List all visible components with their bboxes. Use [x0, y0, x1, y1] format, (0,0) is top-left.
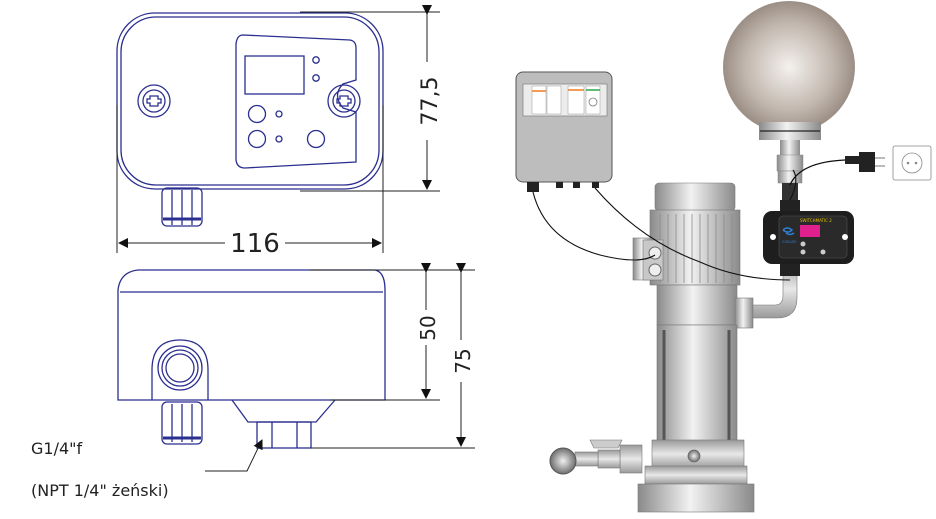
- controller-brand-label: COELBO: [782, 240, 797, 244]
- side-view-drawing: [117, 269, 386, 449]
- dimension-lines-front: [116, 5, 440, 253]
- controller-model-label: SWITCHMATIC 2: [800, 218, 832, 223]
- dim-total-height-label: 75: [451, 348, 475, 373]
- cables: [532, 169, 797, 281]
- switchmatic-controller: [763, 200, 854, 276]
- power-plug-socket: [789, 145, 932, 186]
- npt-thread-label: (NPT 1/4" żeński): [31, 481, 169, 500]
- dim-height-label: 77,5: [418, 77, 443, 126]
- vertical-pump: [549, 182, 798, 513]
- dimension-lines-side: [205, 263, 475, 472]
- front-view-drawing: [116, 12, 384, 227]
- dim-width-label: 116: [230, 229, 280, 259]
- dim-body-height-label: 50: [416, 315, 440, 340]
- electrical-control-box: [515, 71, 613, 192]
- thread-size-label: G1/4"f: [31, 439, 83, 458]
- globe-lamp: [723, 1, 855, 203]
